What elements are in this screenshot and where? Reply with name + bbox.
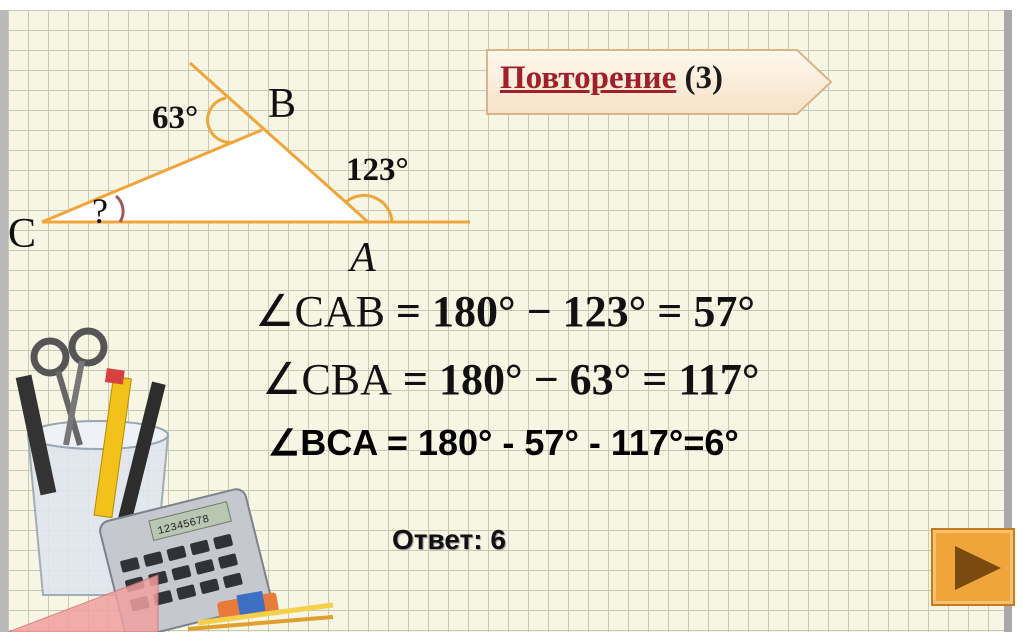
vertex-c-label: C [8,211,37,257]
triangle-figure [41,61,470,224]
angle-arc-a [345,193,394,223]
triangle-fill [42,130,368,222]
vertex-a-label: A [350,235,376,281]
title-tag-shape [486,49,833,115]
formula-1-angle: ∠CAB [255,287,385,336]
answer-text: Ответ: 6 [392,524,506,555]
slide-left-edge [0,10,8,632]
line-ab-extended [189,61,369,224]
angle-arc-b [206,96,235,144]
vertex-b-label: B [268,81,297,127]
formula-line-3: ∠BCA = 180° - 57° - 117°=6° [268,422,739,463]
formula-1-calc: = 180° − 123° = 57° [384,287,755,336]
angle-arc-c [114,194,125,223]
next-slide-button[interactable] [931,528,1015,606]
formula-2-calc: = 180° − 63° = 117° [391,355,760,404]
angle-b-label: 63° [152,100,199,136]
line-cb [41,128,263,224]
title-suffix: (3) [684,60,724,96]
angle-c-label: ? [92,191,108,231]
angle-a-label: 123° [346,152,409,188]
formula-line-2: ∠CBA = 180° − 63° = 117° [262,354,760,405]
slide-title: Повторение (3) [500,60,723,97]
formula-line-1: ∠CAB = 180° − 123° = 57° [255,286,755,337]
stationery-illustration: 12345678 [8,327,334,632]
formula-2-angle: ∠CBA [262,355,392,404]
title-main: Повторение [500,60,677,96]
play-triangle-icon [955,546,1001,590]
